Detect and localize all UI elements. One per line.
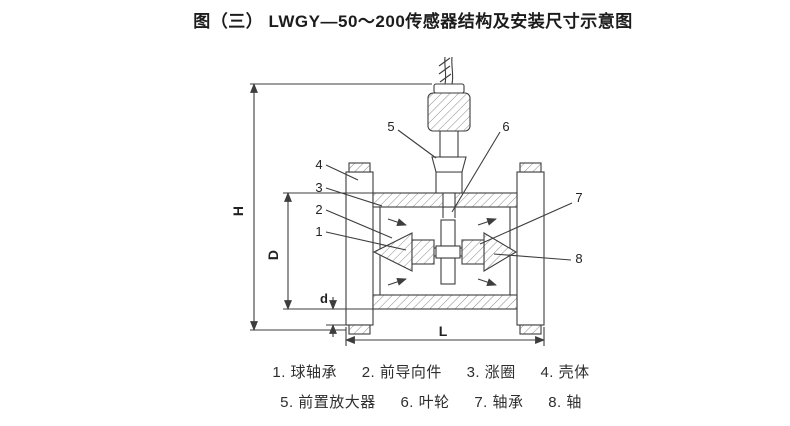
dimension-d: d bbox=[320, 291, 373, 337]
turbine-internals bbox=[372, 219, 518, 285]
callout-4: 4 bbox=[315, 157, 322, 172]
callout-1: 1 bbox=[315, 224, 322, 239]
rear-bearing-hub bbox=[461, 239, 485, 265]
impeller-hub bbox=[435, 245, 461, 259]
legend-item-shaft: 8. 轴 bbox=[548, 394, 582, 411]
signal-cable bbox=[438, 56, 454, 85]
legend-item-front-guide: 2. 前导向件 bbox=[361, 364, 442, 381]
front-bearing-hub bbox=[411, 239, 435, 265]
legend-item-ball-bearing: 1. 球轴承 bbox=[272, 364, 338, 381]
callouts: 1 2 3 4 5 6 7 8 bbox=[315, 119, 582, 266]
legend-item-bearing: 7. 轴承 bbox=[474, 394, 524, 411]
body-shell bbox=[345, 162, 545, 335]
impeller-blade-top bbox=[440, 219, 456, 247]
connector-nut bbox=[431, 156, 467, 173]
dim-label-D: D bbox=[265, 250, 281, 260]
legend-item-shell: 4. 壳体 bbox=[540, 364, 590, 381]
callout-2: 2 bbox=[315, 202, 322, 217]
amplifier-housing bbox=[427, 92, 471, 132]
mounting-boss bbox=[435, 171, 463, 194]
connector-neck bbox=[439, 130, 459, 158]
dim-label-d: d bbox=[320, 291, 328, 306]
impeller-blade-bottom bbox=[440, 257, 456, 285]
page-title: 图（三） LWGY—50～200传感器结构及安装尺寸示意图 bbox=[193, 12, 633, 31]
legend-item-impeller: 6. 叶轮 bbox=[400, 394, 450, 411]
connector-cap bbox=[433, 83, 465, 94]
callout-7: 7 bbox=[575, 190, 582, 205]
legend-row-1: 1. 球轴承 2. 前导向件 3. 涨圈 4. 壳体 bbox=[36, 361, 790, 382]
callout-3: 3 bbox=[315, 180, 322, 195]
dim-label-L: L bbox=[439, 323, 448, 339]
callout-6: 6 bbox=[502, 119, 509, 134]
callout-8: 8 bbox=[575, 251, 582, 266]
preamplifier-connector bbox=[427, 83, 471, 218]
legend-row-2: 5. 前置放大器 6. 叶轮 7. 轴承 8. 轴 bbox=[36, 391, 790, 412]
flow-arrows bbox=[387, 218, 497, 286]
rear-guide-cone bbox=[483, 232, 518, 272]
dimension-L: L bbox=[345, 323, 545, 346]
legend-item-preamplifier: 5. 前置放大器 bbox=[280, 394, 376, 411]
dim-label-H: H bbox=[230, 206, 246, 216]
legend-item-expansion-ring: 3. 涨圈 bbox=[466, 364, 516, 381]
callout-5: 5 bbox=[387, 119, 394, 134]
